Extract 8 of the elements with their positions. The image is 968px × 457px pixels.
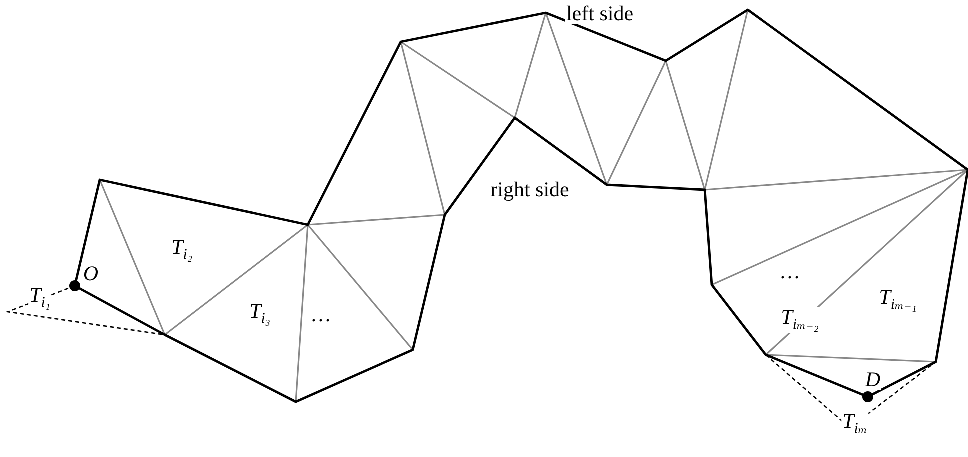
triangle-label: T$_{iₘ₋₁}$ — [878, 287, 918, 313]
side-label: right side — [490, 180, 570, 200]
triangle-label: T$_{i₂}$ — [170, 237, 194, 263]
triangle-label: T$_{i₃}$ — [248, 301, 272, 327]
point-label: D — [864, 370, 882, 390]
triangle-label: T$_{i₁}$ — [28, 285, 52, 311]
triangle-label: T$_{iₘ₋₂}$ — [780, 307, 820, 333]
side-label: left side — [565, 4, 635, 24]
